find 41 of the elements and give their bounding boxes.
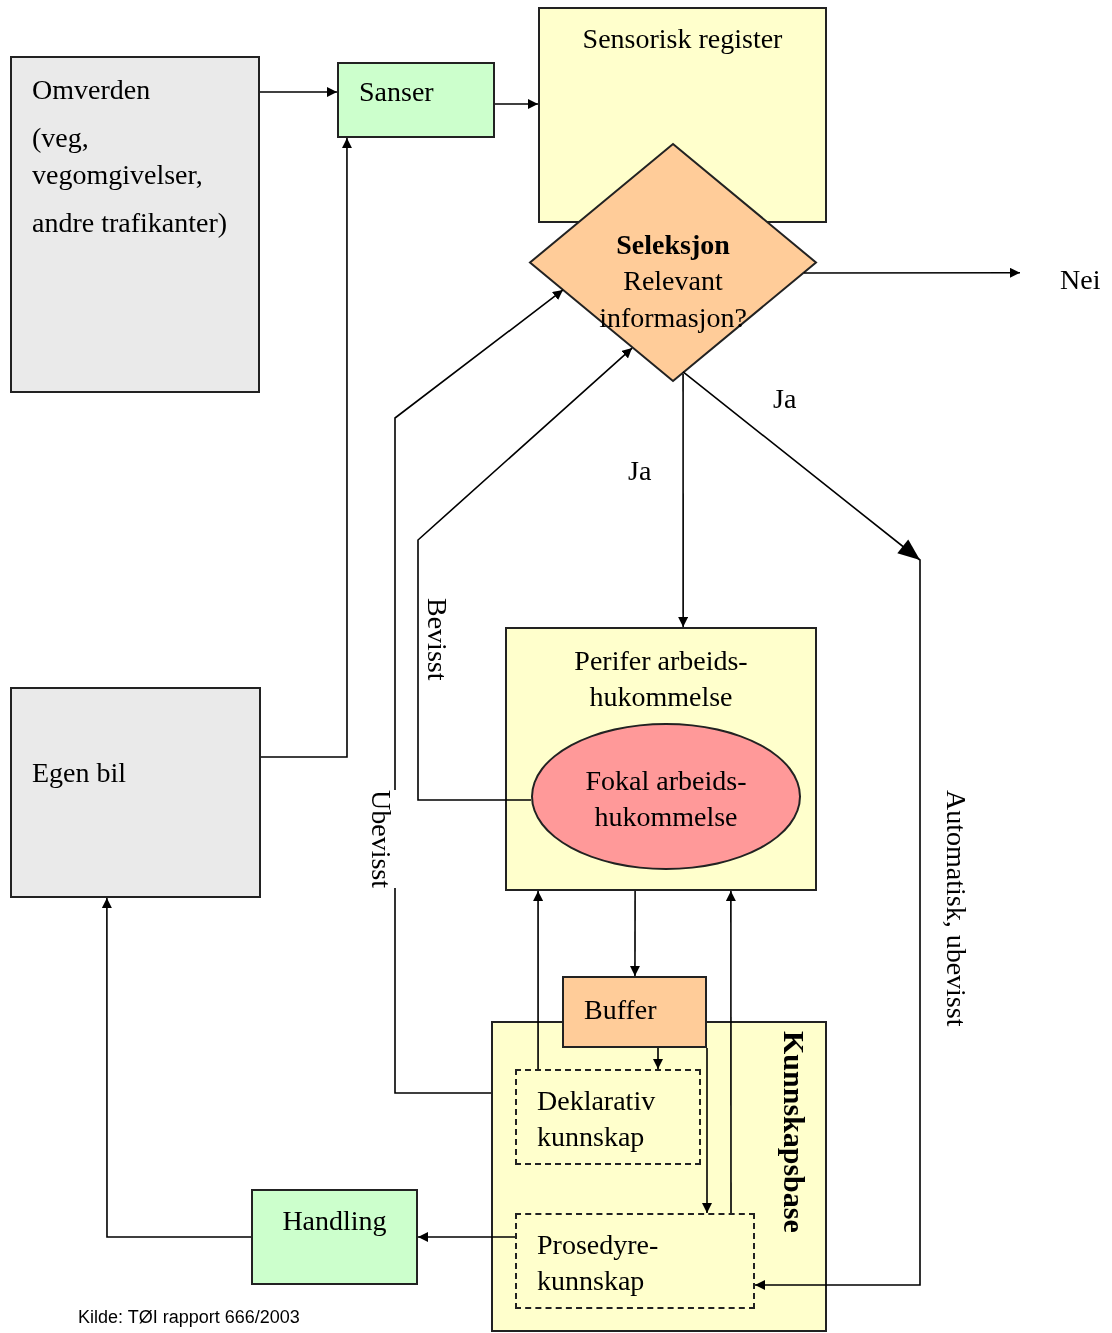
knowledge-box — [515, 1069, 701, 1165]
arrow — [678, 373, 689, 628]
arrow — [494, 99, 539, 109]
arrow — [702, 1047, 712, 1214]
box-text: Sanser — [359, 75, 434, 109]
arrow — [725, 890, 736, 1214]
box-text: Sensorisk register — [582, 22, 783, 56]
box-text: Prosedyre- kunnskap — [537, 1228, 660, 1299]
box-text: Handling — [282, 1204, 387, 1238]
knowledge-box — [515, 1213, 755, 1309]
arrow — [653, 1047, 663, 1070]
memory-box — [505, 627, 817, 891]
box-title: Kunnskapsbase — [779, 1031, 809, 1233]
world-box — [10, 56, 260, 393]
arrow — [417, 1232, 516, 1242]
arrow — [533, 890, 544, 1070]
arrow — [803, 267, 1021, 278]
buffer-box — [562, 976, 707, 1048]
process-box — [337, 62, 495, 138]
box-text: Omverden — [32, 73, 151, 107]
box-text: Buffer — [584, 993, 657, 1027]
box-text: (veg, vegomgivelser, — [32, 121, 204, 192]
source-note: Kilde: TØI rapport 666/2003 — [78, 1308, 300, 1328]
knowledge-box — [491, 1021, 827, 1332]
box-text: Perifer arbeids- hukommelse — [573, 644, 749, 715]
box-text: Relevant informasjon? — [598, 264, 748, 335]
arrow — [260, 137, 352, 758]
arrow — [682, 371, 921, 1290]
arrow — [417, 347, 633, 801]
arrow — [259, 87, 338, 98]
box-text: andre trafikanter) — [32, 206, 228, 241]
arrow — [629, 890, 640, 977]
outcome-text: Nei — [1060, 263, 1101, 297]
box-text: Seleksjon — [616, 228, 730, 262]
box-text: Egen bil — [32, 756, 127, 790]
arrow — [101, 897, 252, 1238]
action-box — [251, 1189, 418, 1285]
box-text: Fokal arbeids- hukommelse — [584, 764, 748, 835]
arrow — [394, 289, 564, 1094]
car-box — [10, 687, 261, 898]
box-text: Deklarativ kunnskap — [537, 1084, 657, 1155]
